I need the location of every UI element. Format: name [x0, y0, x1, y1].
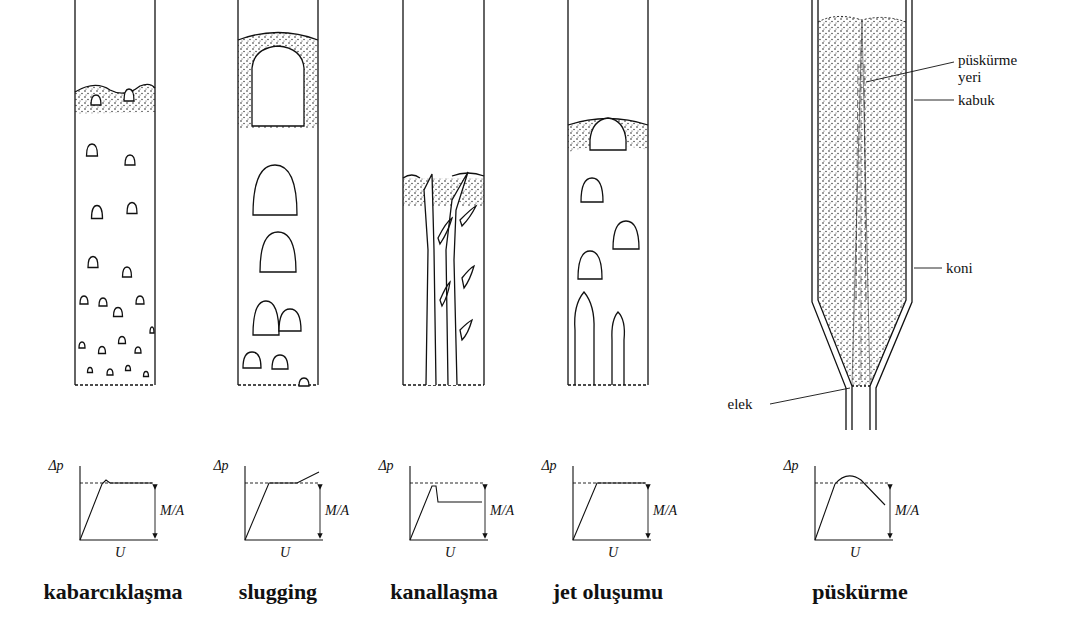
- bubble: [299, 378, 309, 386]
- pressure-drop-charts: [80, 466, 893, 540]
- bed-weight-arrow: [648, 487, 649, 536]
- part-label: elek: [728, 396, 753, 413]
- bubble: [124, 89, 134, 101]
- bubble: [91, 95, 101, 105]
- axis-label: M/A: [160, 503, 184, 518]
- axis-label: U: [850, 545, 860, 560]
- bubble: [80, 296, 88, 304]
- part-label: kabuk: [958, 92, 995, 109]
- bubble: [253, 165, 297, 215]
- bubble: [581, 178, 603, 202]
- bubble: [125, 155, 135, 165]
- axis-label: M/A: [325, 503, 349, 518]
- bubble: [99, 298, 107, 306]
- bubble: [99, 347, 106, 354]
- bubble: [272, 355, 288, 369]
- axis-label: Δp: [378, 458, 393, 473]
- bubble: [260, 232, 296, 272]
- bubble: [136, 296, 144, 304]
- axis-label: U: [115, 545, 125, 560]
- chart-axes: [245, 466, 323, 540]
- bubble: [135, 347, 141, 353]
- jetting-column: [568, 0, 648, 385]
- axis-label: M/A: [653, 503, 677, 518]
- bubble: [123, 267, 132, 277]
- bubble: [613, 221, 639, 249]
- bubble: [87, 144, 98, 156]
- pressure-drop-curve: [573, 483, 645, 540]
- regime-title: kabarcıklaşma: [44, 580, 183, 604]
- bed-weight-arrow: [155, 487, 156, 536]
- bubble: [119, 337, 126, 344]
- spouted-bed: [770, 0, 954, 430]
- axis-label: Δp: [541, 458, 556, 473]
- part-label: püskürme yeri: [958, 52, 1028, 85]
- axis-label: U: [445, 545, 455, 560]
- part-label: koni: [946, 260, 973, 277]
- regime-title: kanallaşma: [390, 580, 498, 604]
- bubbling-column: [75, 0, 155, 385]
- chart-axes: [410, 466, 488, 540]
- chart-axes: [815, 466, 893, 540]
- bubble: [92, 206, 103, 219]
- slugging-column: [238, 0, 318, 386]
- axis-label: U: [608, 545, 618, 560]
- axis-label: Δp: [783, 458, 798, 473]
- bubble: [88, 368, 93, 373]
- pressure-drop-curve: [815, 476, 885, 540]
- bubble: [144, 372, 149, 377]
- regime-title: püskürme: [812, 580, 907, 604]
- bubble: [126, 366, 131, 371]
- pressure-drop-curve: [410, 486, 482, 540]
- bubble: [88, 257, 98, 268]
- bubble: [79, 342, 85, 348]
- channelling-column: [403, 0, 484, 385]
- bubble: [127, 203, 137, 214]
- bed-weight-arrow: [485, 487, 486, 536]
- axis-label: M/A: [490, 503, 514, 518]
- bubble: [253, 301, 279, 335]
- bubble: [279, 309, 301, 331]
- bubble: [114, 308, 123, 317]
- bubble: [150, 327, 154, 333]
- regime-title: jet oluşumu: [553, 580, 664, 604]
- chart-axes: [573, 466, 651, 540]
- bed-weight-arrow: [890, 487, 891, 536]
- pressure-drop-curve: [245, 472, 319, 540]
- chart-axes: [80, 466, 158, 540]
- axis-label: Δp: [48, 458, 63, 473]
- axis-label: U: [280, 545, 290, 560]
- bed-weight-level: [815, 483, 889, 484]
- axis-label: Δp: [213, 458, 228, 473]
- axis-label: M/A: [895, 503, 919, 518]
- bubble: [243, 352, 261, 368]
- pressure-drop-curve: [80, 480, 152, 540]
- bed-weight-level: [410, 483, 484, 484]
- bubble: [107, 369, 113, 375]
- regime-title: slugging: [239, 580, 317, 604]
- bubble: [578, 251, 602, 279]
- bed-weight-arrow: [320, 487, 321, 536]
